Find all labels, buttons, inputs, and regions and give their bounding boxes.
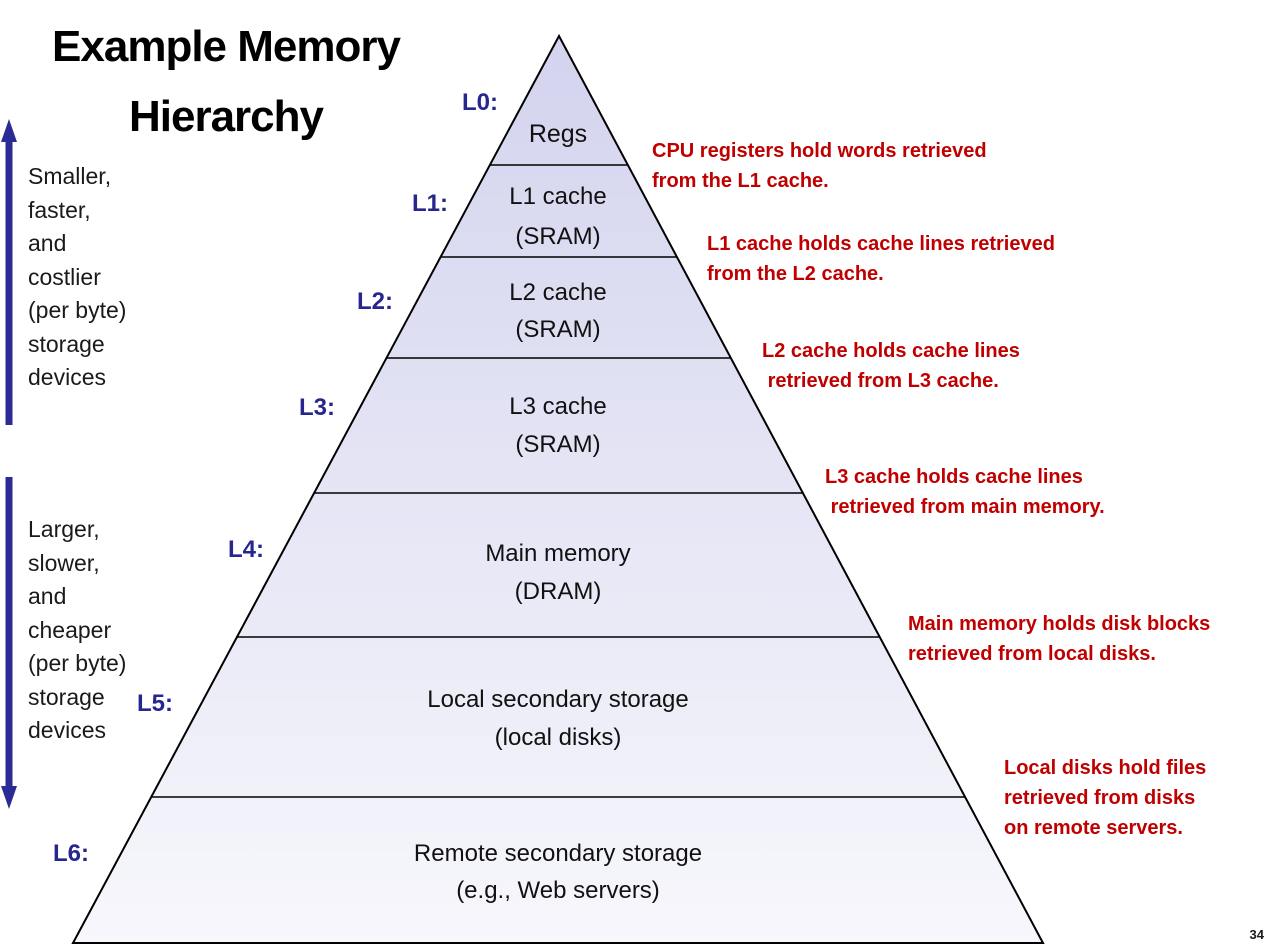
- level-label-l0: L0:: [462, 89, 498, 116]
- note-main-memory: Main memory holds disk blocks retrieved …: [908, 613, 1211, 665]
- level-name-remote-secondary-storage: Remote secondary storage (e.g., Web serv…: [413, 840, 703, 904]
- down-arrow-icon: [1, 477, 17, 809]
- page-number: 34: [1249, 927, 1264, 942]
- upper-left-description: Smaller, faster, and costlier (per byte)…: [28, 163, 127, 390]
- note-l2-cache: L2 cache holds cache lines retrieved fro…: [762, 340, 1020, 392]
- note-local-disks: Local disks hold files retrieved from di…: [1004, 757, 1207, 839]
- level-name-regs: Regs: [528, 120, 588, 148]
- level-label-l2: L2:: [357, 288, 393, 315]
- level-label-l4: L4:: [228, 536, 264, 563]
- memory-pyramid: [71, 33, 1045, 944]
- note-l1-cache: L1 cache holds cache lines retrieved fro…: [707, 233, 1055, 285]
- level-label-l1: L1:: [412, 190, 448, 217]
- level-name-l2-cache: L2 cache (SRAM): [509, 279, 607, 343]
- level-label-l6: L6:: [53, 840, 89, 867]
- level-label-l3: L3:: [299, 394, 335, 421]
- level-label-l5: L5:: [137, 690, 173, 717]
- level-name-local-secondary-storage: Local secondary storage (local disks): [427, 686, 689, 751]
- note-cpu-registers: CPU registers hold words retrieved from …: [652, 140, 987, 192]
- level-name-main-memory: Main memory (DRAM): [485, 540, 631, 605]
- lower-left-description: Larger, slower, and cheaper (per byte) s…: [28, 516, 127, 743]
- pyramid-level-dividers: [151, 164, 965, 798]
- up-arrow-icon: [1, 119, 17, 425]
- slide-title: Example Memory Hierarchy: [52, 22, 401, 141]
- level-name-l3-cache: L3 cache (SRAM): [509, 393, 607, 458]
- level-name-l1-cache: L1 cache (SRAM): [509, 183, 607, 250]
- note-l3-cache: L3 cache holds cache lines retrieved fro…: [825, 466, 1105, 518]
